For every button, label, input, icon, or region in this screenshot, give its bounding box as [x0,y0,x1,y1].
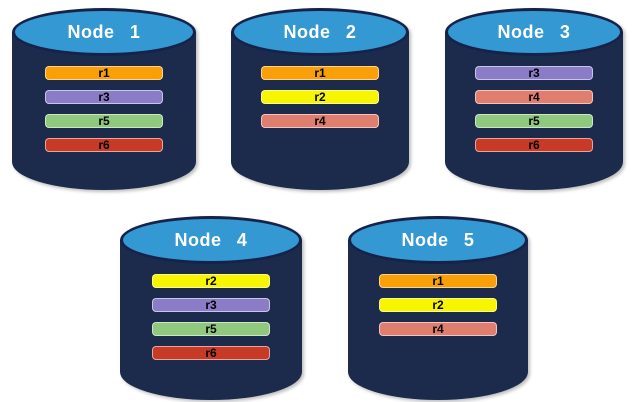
replica-bar: r1 [45,66,163,80]
replica-bar: r4 [475,90,593,104]
node-cylinder: Node 4 r2 r3 r5 r6 [120,216,302,400]
replica-label: r5 [205,322,217,336]
replica-label: r1 [432,274,444,288]
node-title: Node 3 [497,21,571,42]
cylinder-top-ellipse: Node 5 [348,216,528,264]
replica-bar-list: r2 r3 r5 r6 [120,274,302,370]
replica-bar: r6 [475,138,593,152]
cylinder-body [12,32,196,190]
replica-bar-list: r3 r4 r5 r6 [445,66,623,162]
replica-label: r3 [98,90,110,104]
replica-bar: r4 [261,114,379,128]
cylinder-body [231,32,409,190]
replica-bar: r6 [45,138,163,152]
cylinder-body [120,240,302,400]
replica-label: r2 [205,274,217,288]
replica-label: r3 [205,298,217,312]
replica-bar: r2 [261,90,379,104]
replica-label: r4 [432,322,444,336]
replica-bar: r1 [379,274,497,288]
replica-bar: r3 [475,66,593,80]
replica-label: r3 [528,66,540,80]
replica-label: r4 [528,90,540,104]
cylinder-top-ellipse: Node 2 [231,8,409,56]
replica-bar-list: r1 r2 r4 [231,66,409,138]
replica-bar: r2 [379,298,497,312]
replica-bar-list: r1 r2 r4 [348,274,528,346]
node-title: Node 4 [174,229,248,250]
replica-label: r6 [528,138,540,152]
replica-label: r1 [314,66,326,80]
replica-bar: r5 [152,322,270,336]
replica-bar: r4 [379,322,497,336]
replica-bar: r2 [152,274,270,288]
cylinder-top-ellipse: Node 4 [120,216,302,264]
replica-label: r5 [528,114,540,128]
replica-label: r6 [98,138,110,152]
replica-label: r5 [98,114,110,128]
node-cylinder: Node 1 r1 r3 r5 r6 [12,8,196,190]
replica-bar: r1 [261,66,379,80]
replica-bar: r3 [45,90,163,104]
cylinder-top-ellipse: Node 1 [12,8,196,56]
node-cylinder: Node 3 r3 r4 r5 r6 [445,8,623,190]
replica-label: r4 [314,114,326,128]
replica-bar: r5 [475,114,593,128]
replica-label: r2 [432,298,444,312]
node-cylinder: Node 5 r1 r2 r4 [348,216,528,400]
node-title: Node 2 [283,21,357,42]
replica-label: r1 [98,66,110,80]
replica-label: r2 [314,90,326,104]
replica-label: r6 [205,346,217,360]
replica-bar: r6 [152,346,270,360]
node-cylinder: Node 2 r1 r2 r4 [231,8,409,190]
cylinder-body [348,240,528,400]
replica-bar: r5 [45,114,163,128]
replica-bar: r3 [152,298,270,312]
node-title: Node 5 [401,229,475,250]
replica-bar-list: r1 r3 r5 r6 [12,66,196,162]
cylinder-top-ellipse: Node 3 [445,8,623,56]
node-title: Node 1 [67,21,141,42]
cylinder-body [445,32,623,190]
